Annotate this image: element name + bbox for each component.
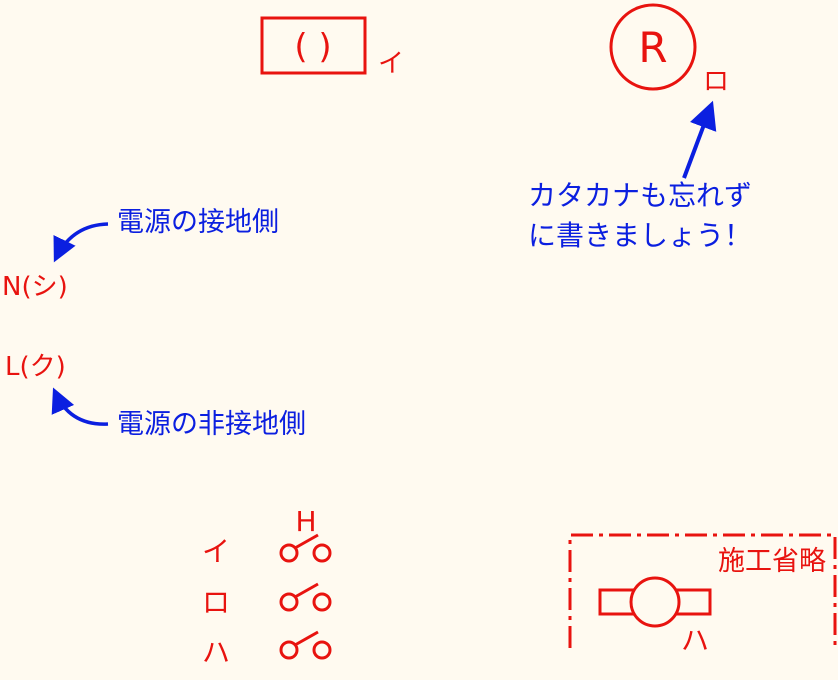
symbol-circle	[609, 3, 697, 91]
katakana-note: カタカナも忘れず に書きましょう！	[528, 100, 752, 252]
circle-symbol: R ロ	[609, 3, 729, 97]
note-arrow	[682, 100, 717, 179]
switch-symbol-3	[279, 630, 332, 660]
switch-label-2: ロ	[202, 586, 230, 619]
omitted-boundary	[568, 533, 837, 648]
switch-group: H イ ロ ハ	[202, 505, 332, 669]
symbol-box-text: ( )	[294, 27, 331, 67]
symbol-box-label: イ	[378, 49, 404, 79]
boxed-symbol: ( ) イ	[260, 16, 404, 79]
line-note: 電源の非接地側	[117, 409, 306, 440]
switch-symbol-2	[279, 582, 332, 612]
switch-header: H	[295, 505, 316, 538]
fixture-label: ハ	[681, 624, 709, 657]
neutral-arrow	[53, 222, 109, 263]
switch-symbol-1	[279, 533, 332, 563]
neutral-label: N(シ)	[2, 272, 68, 302]
note-line-1: カタカナも忘れず	[528, 179, 752, 212]
neutral-note: 電源の接地側	[117, 207, 279, 238]
line-arrow	[51, 387, 109, 426]
symbol-circle-label: ロ	[703, 67, 729, 97]
switch-label-1: イ	[202, 535, 230, 568]
omitted-label: 施工省略	[718, 546, 826, 577]
fixture-symbol	[598, 576, 712, 628]
line-group: L(ク) 電源の非接地側	[5, 352, 306, 440]
neutral-group: 電源の接地側 N(シ)	[2, 207, 279, 302]
symbol-box	[260, 16, 367, 75]
omitted-region: 施工省略 ハ	[568, 533, 837, 657]
line-label: L(ク)	[5, 352, 66, 382]
note-line-2: に書きましょう！	[528, 219, 752, 252]
switch-label-3: ハ	[202, 636, 230, 669]
symbol-circle-text: R	[638, 23, 667, 72]
